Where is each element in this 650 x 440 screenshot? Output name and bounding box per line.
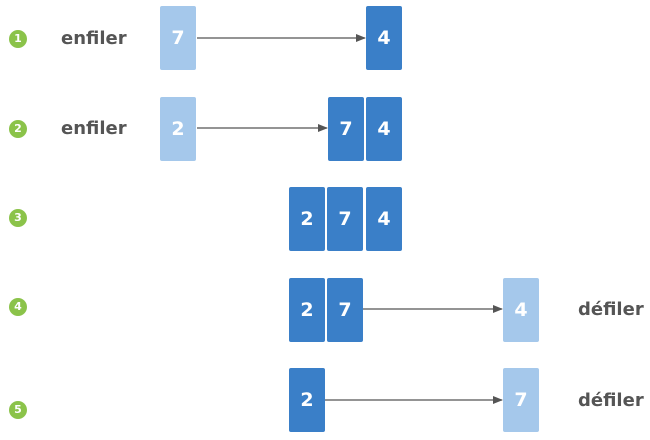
queue-element: 4 [366, 6, 402, 70]
step-number-badge: 1 [9, 30, 27, 48]
step-number-badge: 2 [9, 120, 27, 138]
queue-element: 2 [289, 368, 325, 432]
moving-element: 7 [503, 368, 539, 432]
step-number-badge: 5 [9, 401, 27, 419]
queue-element: 4 [366, 187, 402, 251]
step-action-label: défiler [578, 390, 644, 411]
queue-element: 2 [289, 278, 325, 342]
step-action-label: enfiler [61, 28, 127, 49]
step-action-label: enfiler [61, 118, 127, 139]
moving-element: 4 [503, 278, 539, 342]
queue-element: 7 [327, 278, 363, 342]
queue-element: 2 [289, 187, 325, 251]
step-number-badge: 3 [9, 209, 27, 227]
queue-element: 4 [366, 97, 402, 161]
moving-element: 7 [160, 6, 196, 70]
step-number-badge: 4 [9, 298, 27, 316]
moving-element: 2 [160, 97, 196, 161]
queue-element: 7 [328, 97, 364, 161]
step-action-label: défiler [578, 299, 644, 320]
queue-element: 7 [327, 187, 363, 251]
